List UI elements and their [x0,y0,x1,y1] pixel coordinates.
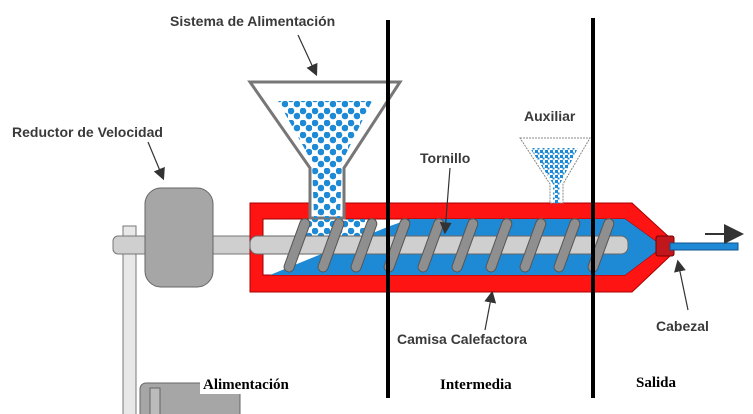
speed-reducer [144,187,214,288]
head-label: Cabezal [656,318,709,334]
head-arrow [674,259,689,311]
extrudate [669,242,739,251]
speed-reducer-label: Reductor de Velocidad [12,124,163,140]
auxiliary-label: Auxiliar [524,108,576,124]
zone-label-output: Salida [636,375,677,391]
zone-label-intermediate: Intermedia [440,377,512,393]
support-post [122,225,137,414]
screw-label: Tornillo [420,150,470,166]
auxiliary-hopper [519,137,591,204]
heating-jacket-arrow [484,290,497,331]
feed-system-arrow [297,34,318,77]
heating-jacket-label: Camisa Calefactora [397,331,527,347]
screw-flights [283,218,615,273]
zone-label-feed: Alimentación [203,377,289,393]
screw-arrow [439,167,452,235]
feed-system-label: Sistema de Alimentación [170,13,335,29]
main-hopper [247,80,403,220]
speed-reducer-arrow [147,141,165,181]
